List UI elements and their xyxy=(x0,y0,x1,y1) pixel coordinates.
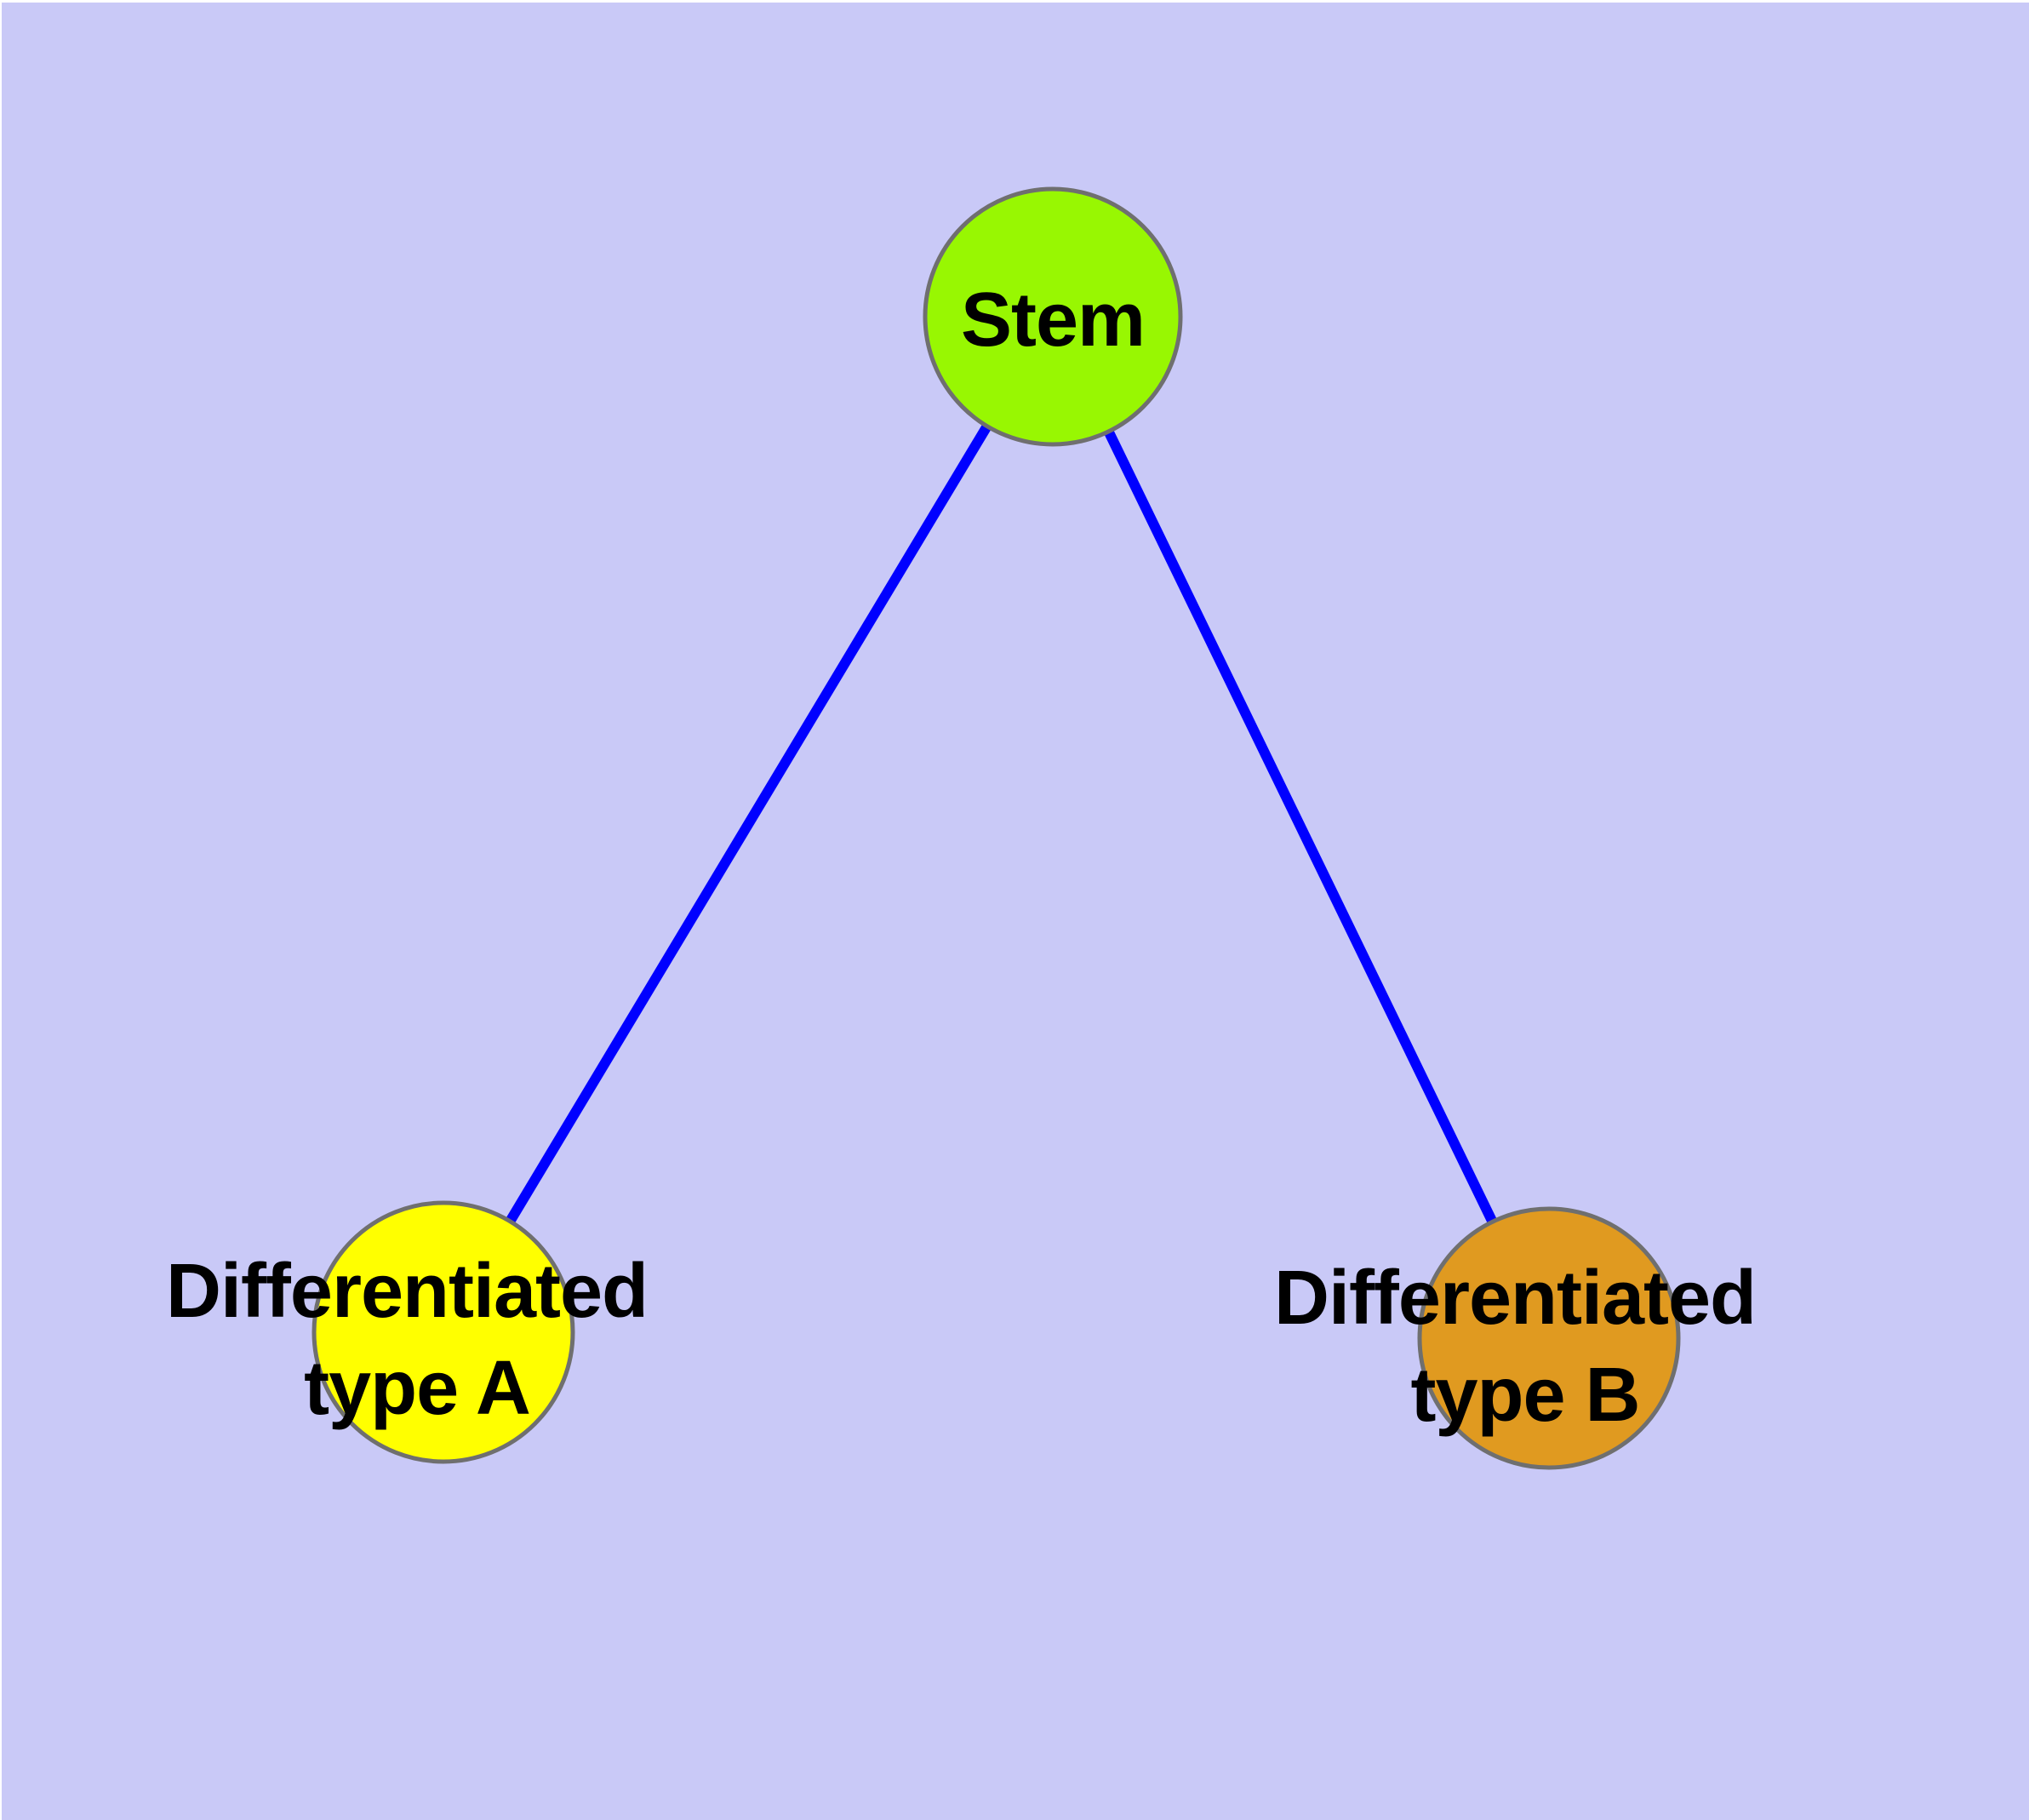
edge-stem-to-type-b xyxy=(1048,314,1554,1341)
node-label-type-a-line2: type A xyxy=(304,1346,530,1431)
node-label-type-b-line2: type B xyxy=(1410,1353,1639,1438)
node-differentiated-type-a xyxy=(311,1200,575,1464)
node-label-differentiated-type-b: Differentiated type B xyxy=(1274,1256,1776,1438)
node-label-differentiated-type-a: Differentiated type A xyxy=(166,1249,668,1431)
node-label-type-b-line1: Differentiated xyxy=(1274,1256,1756,1341)
edge-stem-to-type-a xyxy=(438,313,1058,1336)
node-stem xyxy=(923,186,1183,447)
node-label-type-a-line1: Differentiated xyxy=(166,1249,648,1334)
node-differentiated-type-b xyxy=(1417,1206,1681,1470)
node-label-stem: Stem xyxy=(961,278,1145,363)
